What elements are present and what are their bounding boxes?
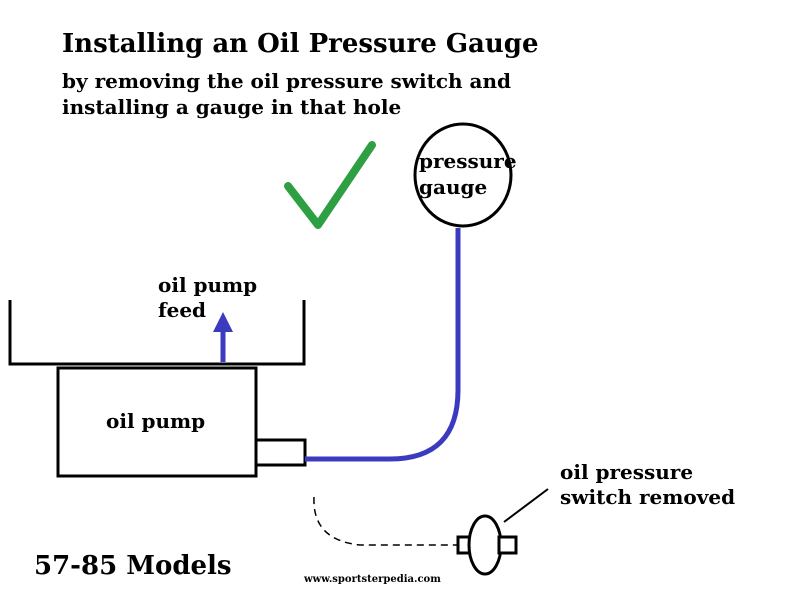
oil-pump-label: oil pump (106, 409, 206, 433)
oil-pump-feed-label-2: feed (158, 298, 207, 322)
switch-label-2: switch removed (560, 485, 736, 509)
pressure-gauge-label-1: pressure (419, 149, 517, 173)
oil-line (305, 228, 461, 462)
oil-pump-body (56, 366, 258, 478)
oil-pump-feed-label-1: oil pump (158, 273, 258, 297)
checkmark-icon (284, 141, 376, 229)
feed-arrow-head (213, 312, 233, 332)
switch-right-stub (497, 535, 518, 555)
oil-pump-fitting (254, 438, 307, 467)
switch-label-1: oil pressure (560, 460, 694, 484)
subtitle-line-1: by removing the oil pressure switch and (62, 69, 512, 93)
switch-body (467, 514, 503, 576)
website-credit: www.sportsterpedia.com (304, 574, 441, 585)
switch-leader-line (503, 488, 549, 523)
subtitle-line-2: installing a gauge in that hole (62, 95, 402, 119)
pressure-gauge (413, 122, 513, 228)
removed-switch-line (313, 496, 458, 546)
pressure-gauge-label-2: gauge (419, 175, 488, 199)
engine-case-outline (8, 300, 306, 366)
page-title: Installing an Oil Pressure Gauge (62, 29, 539, 59)
models-label: 57-85 Models (34, 551, 232, 581)
